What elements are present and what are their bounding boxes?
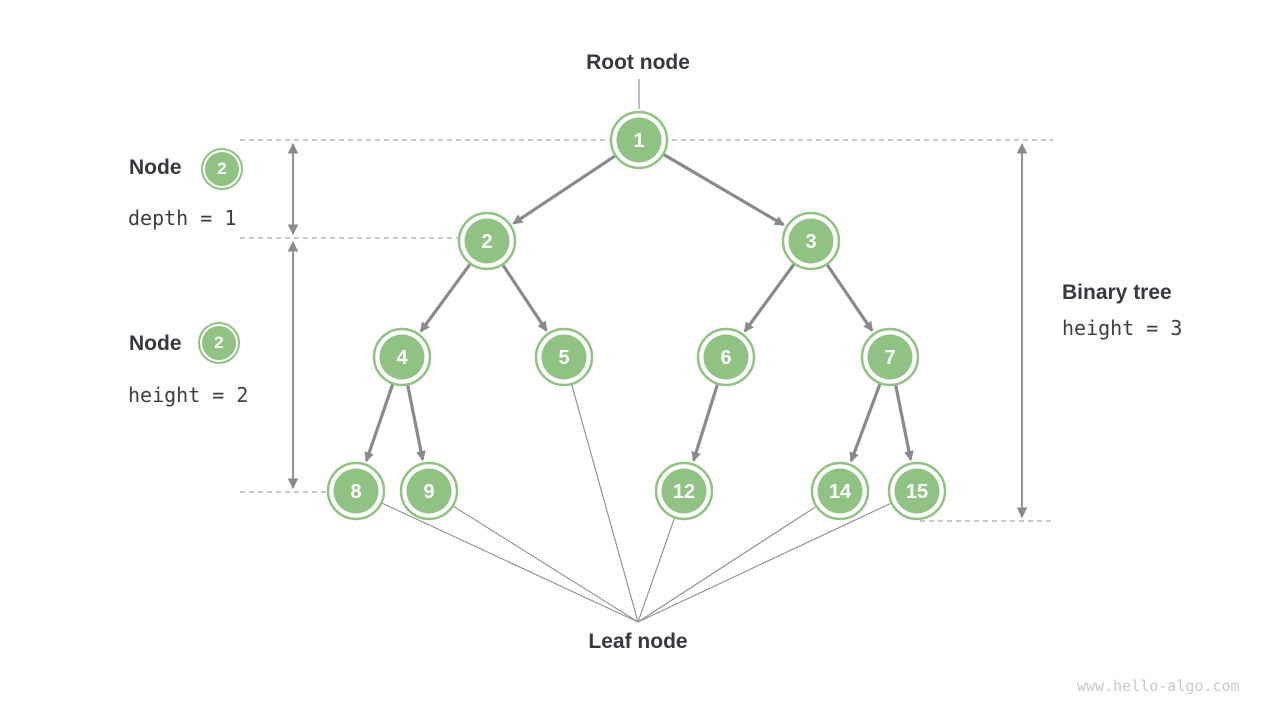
tree-node-circle [464, 218, 510, 264]
tree-node-circle [788, 218, 834, 264]
tree-node-12: 12 [654, 461, 714, 521]
tree-node-value: 6 [720, 347, 731, 369]
leaf-pointer-line-12 [637, 518, 675, 623]
tree-node-5: 5 [534, 327, 594, 387]
depth-annotation-node-value: 2 [205, 152, 239, 186]
tree-node-circle [541, 334, 587, 380]
tree-edge-6-12 [691, 384, 719, 462]
measurement-arrows [287, 142, 1028, 519]
tree-node-value: 9 [423, 481, 434, 503]
tree-node-value: 12 [673, 481, 695, 503]
tree-node-value: 8 [350, 481, 361, 503]
tree-node-8: 8 [326, 461, 386, 521]
height-annotation-node-value: 2 [202, 326, 236, 360]
tree-node-7: 7 [860, 327, 920, 387]
tree-node-value: 14 [829, 481, 852, 503]
tree-edge-2-4 [419, 263, 472, 333]
leaf-pointer-line-9 [453, 505, 639, 623]
watermark: www.hello-algo.com [1077, 677, 1240, 695]
tree-edge-3-6 [743, 263, 796, 333]
tree-node-value: 2 [481, 231, 492, 253]
tree-node-value: 7 [884, 347, 895, 369]
height-annotation-title: Node [129, 332, 182, 355]
tree-edge-7-14 [849, 383, 882, 463]
tree-node-circle [406, 468, 452, 514]
tree-node-circle [817, 468, 863, 514]
tree-node-circle [379, 334, 425, 380]
tree-node-circle [894, 468, 940, 514]
tree-node-value: 4 [396, 347, 408, 369]
tree-node-9: 9 [399, 461, 459, 521]
tree-node-circle [333, 468, 379, 514]
binary-tree-title: Binary tree [1062, 281, 1172, 304]
tree-node-value: 15 [906, 481, 928, 503]
tree-node-1: 1 [609, 110, 669, 170]
tree-edge-1-2 [512, 154, 616, 225]
height-annotation-text: height = 2 [128, 383, 249, 407]
height-annotation-node-badge: 2 [198, 322, 240, 364]
tree-edges [364, 153, 914, 463]
tree-edge-4-8 [364, 383, 395, 463]
tree-node-circle [616, 117, 662, 163]
tree-edge-4-9 [406, 385, 426, 462]
depth-annotation-title: Node [129, 156, 182, 179]
tree-node-value: 5 [558, 347, 569, 369]
leaf-pointer-line-15 [637, 502, 891, 623]
tree-node-circle [661, 468, 707, 514]
leaf-pointer-lines [382, 384, 891, 623]
tree-node-value: 3 [805, 231, 816, 253]
root-node-label: Root node [586, 51, 690, 74]
tree-edge-7-15 [894, 385, 914, 462]
tree-node-14: 14 [810, 461, 870, 521]
leaf-pointer-line-14 [637, 506, 816, 623]
depth-annotation-text: depth = 1 [128, 206, 237, 230]
tree-edge-3-7 [826, 264, 874, 332]
leaf-pointer-line-8 [382, 502, 639, 623]
leaf-pointer-line-5 [571, 384, 639, 623]
tree-node-value: 1 [633, 130, 644, 152]
tree-edge-2-5 [501, 264, 548, 332]
leaf-node-label: Leaf node [588, 630, 688, 653]
tree-node-circle [867, 334, 913, 380]
tree-node-15: 15 [887, 461, 947, 521]
tree-node-3: 3 [781, 211, 841, 271]
tree-edge-1-3 [663, 153, 785, 227]
binary-tree-height-text: height = 3 [1062, 316, 1183, 340]
depth-annotation-node-badge: 2 [201, 148, 243, 190]
tree-node-4: 4 [372, 327, 432, 387]
tree-node-circle [703, 334, 749, 380]
tree-node-6: 6 [696, 327, 756, 387]
tree-node-2: 2 [457, 211, 517, 271]
